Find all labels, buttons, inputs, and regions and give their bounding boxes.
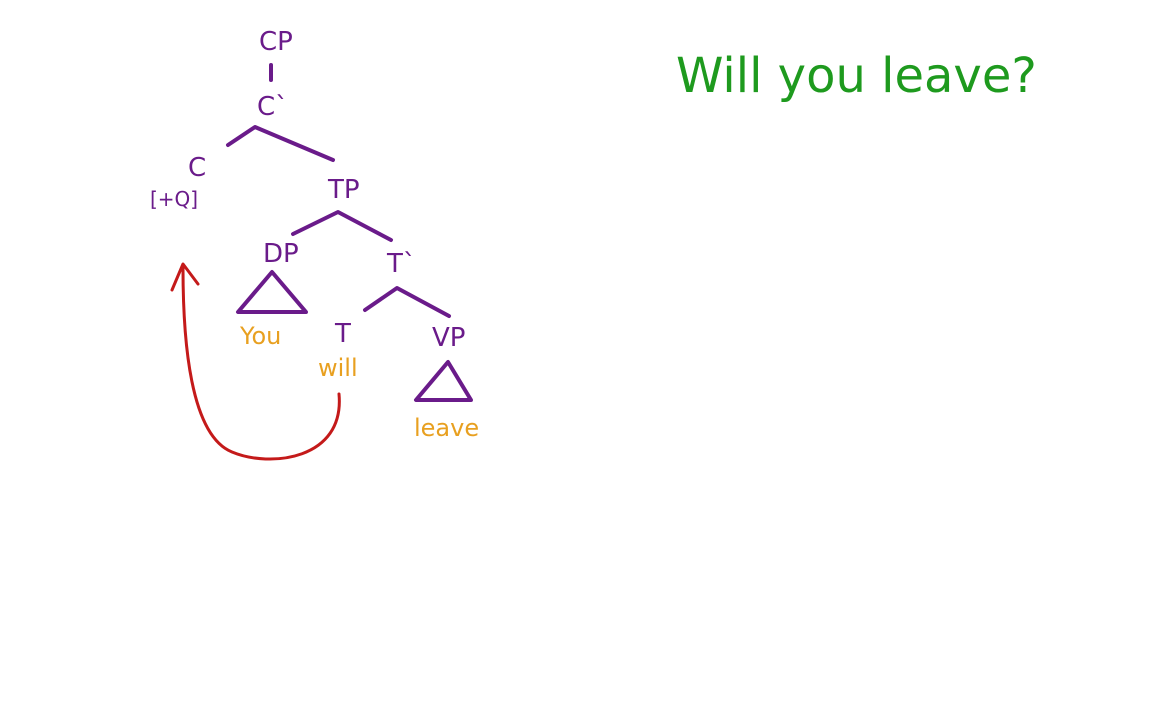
branch-tp xyxy=(291,210,393,242)
word-leave: leave xyxy=(414,414,479,442)
triangle-dp xyxy=(236,270,308,314)
word-will: will xyxy=(318,354,358,382)
node-tp: TP xyxy=(327,175,360,205)
word-you: You xyxy=(239,322,281,350)
node-c-feature: [+Q] xyxy=(150,187,198,211)
question-title: Will you leave? xyxy=(676,48,1037,104)
node-vp: VP xyxy=(432,323,465,353)
triangle-vp xyxy=(414,360,473,402)
node-t-bar: T` xyxy=(386,249,416,279)
node-dp: DP xyxy=(263,239,299,269)
movement-arrow xyxy=(181,266,341,461)
node-cp: CP xyxy=(259,27,293,57)
node-t: T xyxy=(334,319,351,349)
node-c-bar: C` xyxy=(257,92,288,122)
movement-arrowhead-icon xyxy=(170,262,200,292)
branch-cbar xyxy=(226,125,335,162)
node-c: C xyxy=(188,153,206,183)
branch-tbar xyxy=(363,286,451,318)
